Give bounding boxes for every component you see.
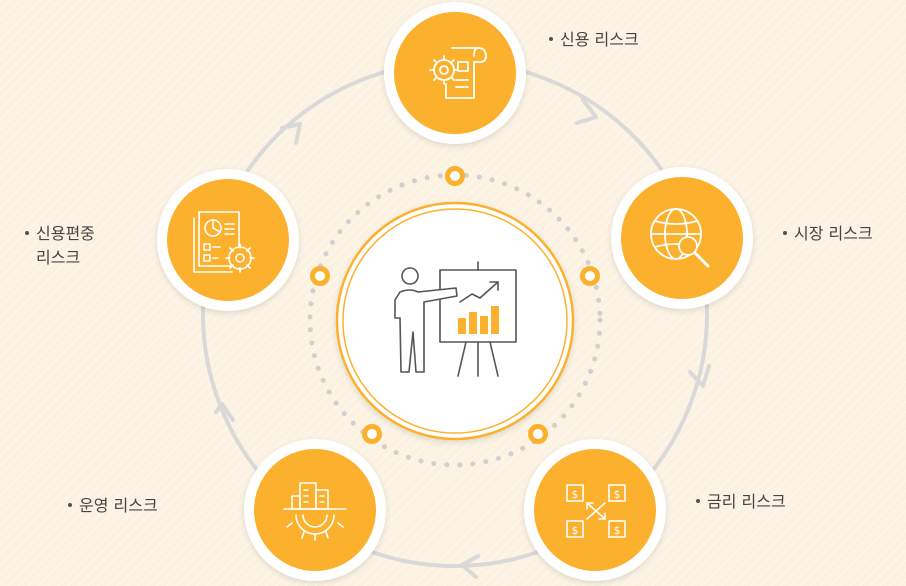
label-operational-risk-text: 운영 리스크 [79, 496, 158, 515]
orbit-dot [580, 266, 600, 286]
label-market-risk: 시장 리스크 [783, 222, 873, 246]
bullet-dot [696, 498, 700, 503]
bullet-dot [68, 502, 72, 507]
label-credit-risk-text: 신용 리스크 [560, 30, 639, 49]
orbit-dot [310, 266, 330, 286]
svg-text:$: $ [614, 524, 621, 537]
svg-text:$: $ [572, 488, 579, 501]
cycle-arrows [214, 98, 711, 579]
label-market-risk-text: 시장 리스크 [794, 224, 873, 243]
building-gear-icon [283, 482, 347, 541]
orbit-dots [310, 166, 600, 444]
label-concentration-risk-line2: 리스크 [36, 248, 81, 267]
svg-text:$: $ [572, 524, 579, 537]
label-operational-risk: 운영 리스크 [68, 494, 158, 518]
arrow-head [460, 554, 480, 579]
label-concentration-risk-line1: 신용편중 [36, 224, 95, 243]
globe-search-icon [650, 208, 710, 268]
orbit-dot [445, 166, 465, 186]
arrow-head [688, 364, 711, 388]
orbit-dot [362, 424, 382, 444]
currency-exchange-icon: $ $ $ $ [566, 484, 626, 538]
arrow-head [214, 402, 235, 422]
bullet-dot [783, 230, 787, 235]
svg-text:$: $ [614, 488, 621, 501]
presenter-chart-icon [394, 261, 517, 377]
bullet-dot [549, 36, 553, 41]
label-credit-risk: 신용 리스크 [549, 28, 639, 52]
gear-document-icon [429, 47, 487, 99]
report-gear-icon [193, 211, 255, 273]
node-interest-rate-risk: $ $ $ $ [524, 439, 666, 581]
label-interest-rate-risk: 금리 리스크 [696, 490, 786, 514]
arrow-head [280, 122, 302, 145]
node-market-risk [611, 167, 753, 309]
node-credit-risk [384, 2, 526, 144]
arrow-head [575, 98, 598, 125]
bullet-dot [25, 230, 29, 235]
node-operational-risk [244, 439, 386, 581]
label-interest-rate-risk-text: 금리 리스크 [707, 492, 786, 511]
center-hub [335, 201, 575, 441]
orbit-dot [528, 424, 548, 444]
node-concentration-risk [157, 169, 299, 311]
